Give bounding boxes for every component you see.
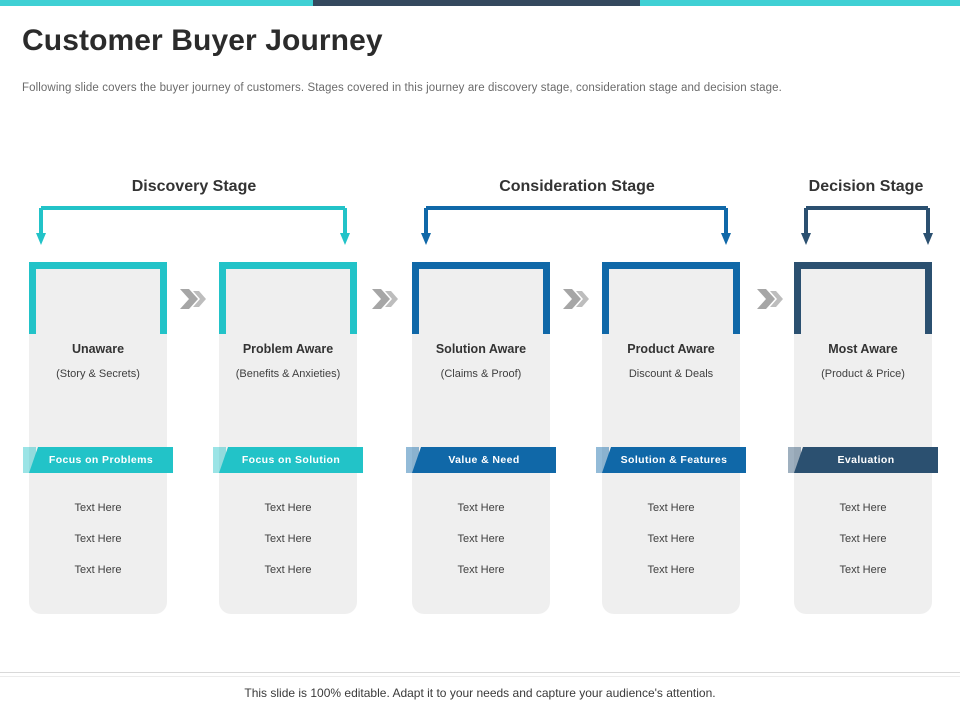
card-title: Most Aware [828, 342, 898, 356]
card-items: Text Here Text Here Text Here [412, 502, 550, 595]
list-item: Text Here [74, 533, 122, 545]
banner-body: Focus on Problems [29, 447, 173, 473]
banner-body: Value & Need [412, 447, 556, 473]
journey-cards-row: Unaware (Story & Secrets) Focus on Probl… [0, 262, 960, 614]
stage-label-decision: Decision Stage [808, 178, 924, 195]
card-items: Text Here Text Here Text Here [794, 502, 932, 595]
card-subtitle: (Product & Price) [821, 368, 905, 380]
card-subtitle: (Story & Secrets) [56, 368, 140, 380]
banner-label: Focus on Problems [48, 454, 154, 466]
list-item: Text Here [74, 564, 122, 576]
list-item: Text Here [647, 502, 695, 514]
chevron-right-icon [372, 289, 398, 309]
card-banner[interactable]: Solution & Features [596, 447, 746, 473]
page-title: Customer Buyer Journey [22, 24, 383, 57]
card-background [794, 266, 932, 614]
card-bracket-icon [29, 262, 167, 334]
top-accent-bar-dark-segment [313, 0, 640, 6]
card-subtitle: Discount & Deals [628, 368, 714, 380]
footer-note: This slide is 100% editable. Adapt it to… [244, 686, 716, 700]
banner-body: Evaluation [794, 447, 938, 473]
card-subtitle: (Claims & Proof) [440, 368, 522, 380]
card-banner[interactable]: Focus on Problems [23, 447, 173, 473]
list-item: Text Here [264, 533, 312, 545]
journey-card-unaware[interactable]: Unaware (Story & Secrets) Focus on Probl… [23, 262, 173, 614]
banner-label: Evaluation [837, 454, 895, 466]
stage-bracket-consideration [421, 206, 731, 245]
card-banner[interactable]: Evaluation [788, 447, 938, 473]
list-item: Text Here [264, 564, 312, 576]
card-items: Text Here Text Here Text Here [29, 502, 167, 595]
banner-body: Focus on Solution [219, 447, 363, 473]
card-background [219, 266, 357, 614]
journey-card-product-aware[interactable]: Product Aware Discount & Deals Solution … [596, 262, 746, 614]
card-banner[interactable]: Value & Need [406, 447, 556, 473]
card-items: Text Here Text Here Text Here [219, 502, 357, 595]
footer-divider [0, 672, 960, 673]
stage-label-consideration: Consideration Stage [499, 178, 655, 195]
card-bracket-icon [412, 262, 550, 334]
page-description: Following slide covers the buyer journey… [22, 82, 782, 94]
card-subtitle: (Benefits & Anxieties) [235, 368, 341, 380]
card-title: Solution Aware [435, 342, 527, 356]
footer-divider-secondary [0, 676, 960, 677]
list-item: Text Here [647, 564, 695, 576]
card-title: Problem Aware [242, 342, 334, 356]
stage-label-discovery: Discovery Stage [131, 178, 257, 195]
list-item: Text Here [457, 533, 505, 545]
card-items: Text Here Text Here Text Here [602, 502, 740, 595]
stage-brackets-group [36, 206, 933, 245]
list-item: Text Here [647, 533, 695, 545]
stage-bracket-decision [801, 206, 933, 245]
list-item: Text Here [264, 502, 312, 514]
card-background [29, 266, 167, 614]
chevron-right-icon [180, 289, 206, 309]
journey-card-most-aware[interactable]: Most Aware (Product & Price) Evaluation … [788, 262, 938, 614]
chevron-right-icon [563, 289, 589, 309]
card-bracket-icon [602, 262, 740, 334]
card-background [602, 266, 740, 614]
card-title: Unaware [71, 342, 125, 356]
list-item: Text Here [839, 533, 887, 545]
banner-label: Solution & Features [620, 454, 728, 466]
card-bracket-icon [794, 262, 932, 334]
list-item: Text Here [839, 564, 887, 576]
journey-card-solution-aware[interactable]: Solution Aware (Claims & Proof) Value & … [406, 262, 556, 614]
card-banner[interactable]: Focus on Solution [213, 447, 363, 473]
list-item: Text Here [839, 502, 887, 514]
list-item: Text Here [457, 564, 505, 576]
journey-card-problem-aware[interactable]: Problem Aware (Benefits & Anxieties) Foc… [213, 262, 363, 614]
card-title: Product Aware [627, 342, 715, 356]
card-background [412, 266, 550, 614]
list-item: Text Here [74, 502, 122, 514]
stage-bracket-discovery [36, 206, 350, 245]
banner-label: Value & Need [448, 454, 520, 466]
list-item: Text Here [457, 502, 505, 514]
card-bracket-icon [219, 262, 357, 334]
banner-body: Solution & Features [602, 447, 746, 473]
chevron-right-icon [757, 289, 783, 309]
banner-label: Focus on Solution [241, 454, 341, 466]
